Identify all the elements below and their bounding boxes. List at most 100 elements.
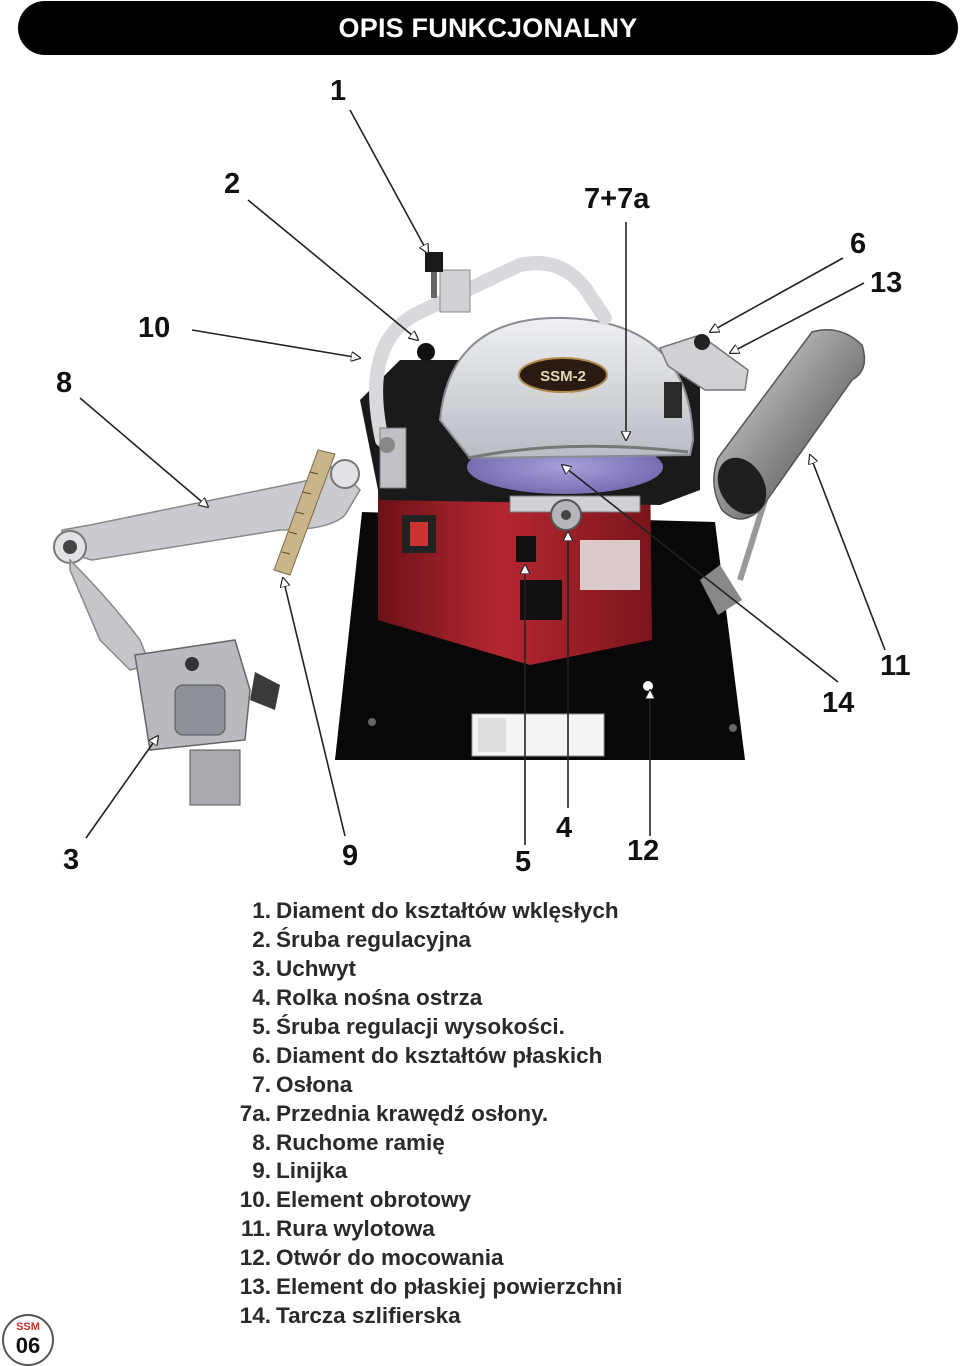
badge-brand: SSM xyxy=(16,1321,40,1333)
legend-number: 4. xyxy=(252,985,271,1011)
arm-lower xyxy=(69,558,152,671)
legend-number: 2. xyxy=(252,927,271,953)
brand-oval xyxy=(518,357,608,393)
holder-post xyxy=(189,749,241,806)
legend-item: 13.Element do płaskiej powierzchni xyxy=(210,1273,830,1302)
legend-item: 3.Uchwyt xyxy=(210,955,830,984)
plate-screw xyxy=(729,724,737,732)
legend-item: 4.Rolka nośna ostrza xyxy=(210,984,830,1013)
page-number: 06 xyxy=(15,1333,41,1358)
leader-6 xyxy=(710,257,844,332)
leader-3 xyxy=(85,736,158,839)
callout-3: 3 xyxy=(63,844,80,876)
legend-text: Linijka xyxy=(276,1158,348,1184)
callout-12: 12 xyxy=(627,835,660,867)
legend-item: 12.Otwór do mocowania xyxy=(210,1244,830,1273)
legend-item: 1.Diament do kształtów wklęsłych xyxy=(210,897,830,926)
adjusting-screw-shaft xyxy=(431,272,437,298)
legend-number: 12. xyxy=(239,1245,271,1271)
tube-support-rod xyxy=(737,499,768,581)
ruler-tick xyxy=(281,551,291,555)
page-number-badge: SSM 06 xyxy=(2,1314,54,1366)
label-logo xyxy=(478,718,506,752)
legend-text: Przednia krawędź osłony. xyxy=(276,1100,549,1126)
legend-text: Osłona xyxy=(276,1071,353,1097)
legend-number: 10. xyxy=(239,1187,271,1213)
legend-text: Rura wylotowa xyxy=(276,1216,435,1242)
callout-7-7a: 7+7a xyxy=(584,183,650,215)
legend-text: Element obrotowy xyxy=(276,1187,472,1213)
legend-item: 6.Diament do kształtów płaskich xyxy=(210,1041,830,1070)
housing-label xyxy=(520,580,562,620)
ruler-tick xyxy=(288,531,298,535)
power-switch-button xyxy=(410,522,428,546)
callout-4: 4 xyxy=(556,812,573,844)
legend-item: 8.Ruchome ramię xyxy=(210,1128,830,1157)
callout-5: 5 xyxy=(515,846,532,878)
callout-14: 14 xyxy=(822,687,855,719)
legend-item: 5.Śruba regulacji wysokości. xyxy=(210,1013,830,1042)
adjusting-screw-knob xyxy=(425,252,443,272)
height-screw-knob xyxy=(516,536,536,562)
legend-text: Śruba regulacji wysokości. xyxy=(276,1014,565,1039)
plate-screw xyxy=(368,718,376,726)
swivel-bolt xyxy=(379,437,395,453)
legend-item: 7a.Przednia krawędź osłony. xyxy=(210,1099,830,1128)
legend-number: 6. xyxy=(252,1042,271,1068)
legend-number: 9. xyxy=(252,1158,271,1184)
ruler-tick xyxy=(309,471,319,475)
legend-text: Śruba regulacyjna xyxy=(276,927,472,953)
ruler xyxy=(273,449,336,576)
legend-item: 2.Śruba regulacyjna xyxy=(210,926,830,955)
machine-figure: SSM-2 Product of Sweden xyxy=(0,60,960,880)
brand-tagline: Product of Sweden xyxy=(538,393,589,399)
legend-text: Otwór do mocowania xyxy=(276,1245,504,1271)
support-roller-axle xyxy=(561,510,571,520)
callout-6: 6 xyxy=(850,228,867,260)
adjusting-screw-2 xyxy=(417,343,435,361)
handle-bar xyxy=(369,256,612,447)
leader-8 xyxy=(79,397,208,507)
arm-pivot-screw xyxy=(63,540,77,554)
legend-text: Rolka nośna ostrza xyxy=(276,985,483,1011)
handle-clamp xyxy=(439,269,471,313)
flat-diamond-knob xyxy=(694,334,710,350)
legend-number: 1. xyxy=(252,898,271,924)
legend-item: 7.Osłona xyxy=(210,1070,830,1099)
callout-10: 10 xyxy=(138,312,171,344)
legend-item: 11.Rura wylotowa xyxy=(210,1215,830,1244)
leader-14 xyxy=(562,465,839,683)
ruler-tick xyxy=(302,491,312,495)
legend-item: 14.Tarcza szlifierska xyxy=(210,1301,830,1330)
parts-legend: 1.Diament do kształtów wklęsłych 2.Śruba… xyxy=(210,897,830,1330)
legend-text: Uchwyt xyxy=(276,956,357,982)
callout-2: 2 xyxy=(224,168,241,200)
legend-number: 3. xyxy=(252,956,271,982)
leader-2 xyxy=(247,199,418,340)
legend-number: 5. xyxy=(252,1014,271,1039)
legend-number: 8. xyxy=(252,1129,271,1155)
legend-text: Tarcza szlifierska xyxy=(276,1302,461,1328)
page-title: OPIS FUNKCJONALNY xyxy=(338,12,638,43)
guard-front-edge xyxy=(467,444,689,460)
mounting-hole xyxy=(643,681,653,691)
holder-lever xyxy=(250,672,280,710)
leader-1 xyxy=(349,109,428,253)
legend-text: Diament do kształtów płaskich xyxy=(276,1042,603,1068)
legend-number: 14. xyxy=(239,1302,271,1328)
legend-number: 7a. xyxy=(239,1100,271,1126)
leader-10 xyxy=(191,329,360,358)
holder-clamp-block xyxy=(174,684,226,736)
callout-13: 13 xyxy=(870,267,903,299)
legend-number: 13. xyxy=(239,1274,271,1300)
guard-slot xyxy=(664,382,682,418)
brand-logo: SSM-2 xyxy=(540,368,586,385)
legend-text: Element do płaskiej powierzchni xyxy=(276,1274,623,1300)
machine-illustration: SSM-2 Product of Sweden xyxy=(53,109,886,845)
legend-item: 9.Linijka xyxy=(210,1157,830,1186)
legend-number: 7. xyxy=(252,1071,271,1097)
arm-pivot-2 xyxy=(330,459,360,489)
leader-9 xyxy=(283,578,346,837)
callout-1: 1 xyxy=(330,75,347,107)
legend-text: Ruchome ramię xyxy=(276,1129,445,1155)
